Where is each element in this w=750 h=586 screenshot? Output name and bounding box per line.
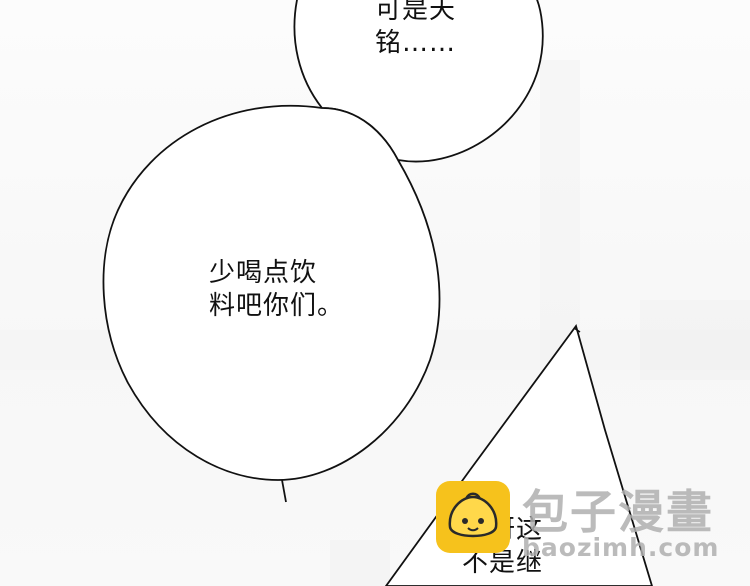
- steamed-bun-icon: [436, 481, 510, 553]
- top-bubble-text: 可是天 铭……: [375, 0, 457, 58]
- middle-bubble-tail: [281, 479, 287, 503]
- middle-bubble-text: 少喝点饮 料吧你们。: [209, 258, 345, 321]
- middle-speech-bubble: [102, 104, 441, 481]
- watermark-site-name: 包子漫畫: [522, 485, 714, 539]
- watermark-site-url: baozimh.com: [522, 533, 720, 562]
